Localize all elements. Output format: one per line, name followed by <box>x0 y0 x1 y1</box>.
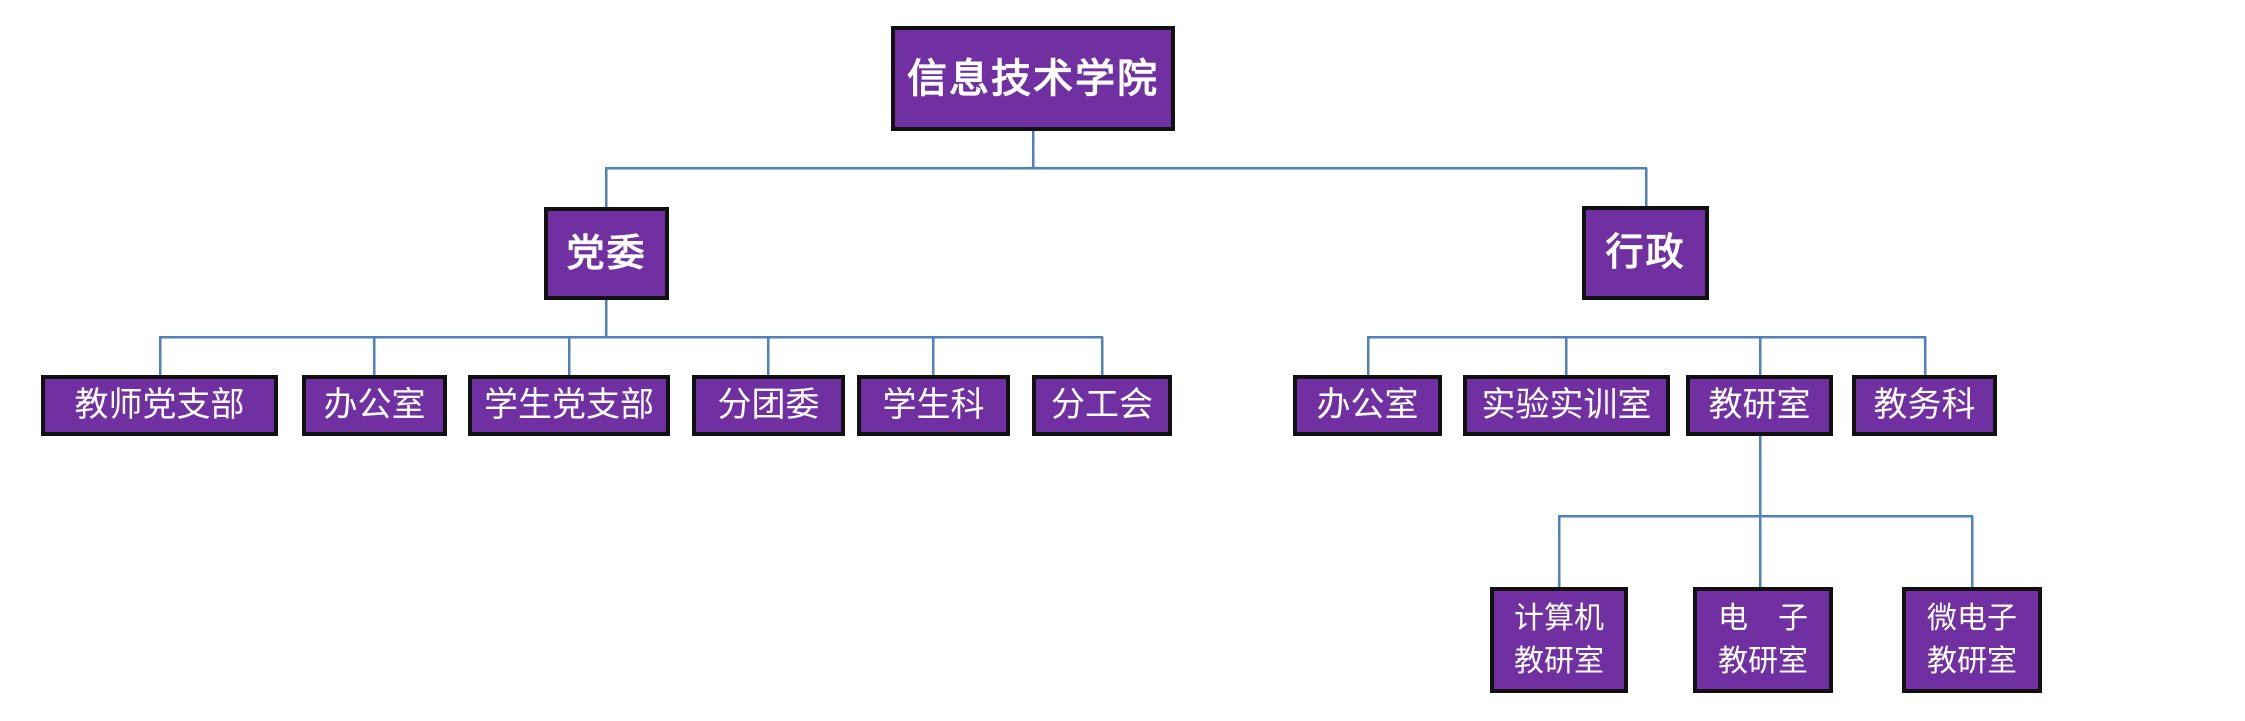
org-node-student-party-branch: 学生党支部 <box>468 375 670 436</box>
org-node-youth-league-label: 分团委 <box>717 386 820 424</box>
org-node-computer-tro-line2: 教研室 <box>1514 645 1604 678</box>
org-node-labor-union-label: 分工会 <box>1051 386 1153 424</box>
org-node-root-label: 信息技术学院 <box>907 56 1159 101</box>
org-node-electronics-tro-line2: 教研室 <box>1718 645 1808 678</box>
org-node-microelectronics-tro: 微电子 教研室 <box>1902 587 2042 693</box>
org-node-electronics-tro: 电 子 教研室 <box>1693 587 1833 693</box>
org-node-electronics-tro-line1: 电 子 <box>1718 601 1808 635</box>
org-node-lab-training-room-label: 实验实训室 <box>1481 386 1652 424</box>
org-node-lab-training-room: 实验实训室 <box>1463 375 1670 436</box>
org-node-academic-affairs-label: 教务科 <box>1873 386 1976 424</box>
org-node-administration-label: 行政 <box>1605 232 1686 274</box>
org-node-computer-tro: 计算机 教研室 <box>1490 587 1628 693</box>
org-node-academic-affairs: 教务科 <box>1852 375 1997 436</box>
org-node-administration: 行政 <box>1582 206 1709 300</box>
org-node-youth-league: 分团委 <box>692 375 845 436</box>
org-node-student-party-branch-label: 学生党支部 <box>484 386 654 424</box>
org-node-party-committee-label: 党委 <box>566 232 647 275</box>
org-node-microelectronics-tro-line2: 教研室 <box>1927 645 2017 678</box>
org-node-teaching-research-office: 教研室 <box>1686 375 1833 436</box>
org-node-teacher-party-branch-label: 教师党支部 <box>74 386 245 424</box>
org-node-student-section-label: 学生科 <box>882 386 985 424</box>
org-node-admin-office-label: 办公室 <box>1316 386 1419 424</box>
org-node-student-section: 学生科 <box>857 375 1010 436</box>
org-node-teaching-research-office-label: 教研室 <box>1708 386 1811 424</box>
org-node-party-office-label: 办公室 <box>323 386 426 424</box>
org-node-party-committee: 党委 <box>544 207 669 300</box>
org-node-microelectronics-tro-line1: 微电子 <box>1927 601 2017 635</box>
org-node-labor-union: 分工会 <box>1032 375 1172 436</box>
org-node-party-office: 办公室 <box>302 375 447 436</box>
org-node-computer-tro-line1: 计算机 <box>1514 601 1604 635</box>
org-node-admin-office: 办公室 <box>1293 375 1442 436</box>
org-node-teacher-party-branch: 教师党支部 <box>41 375 278 436</box>
org-node-root: 信息技术学院 <box>891 26 1175 131</box>
